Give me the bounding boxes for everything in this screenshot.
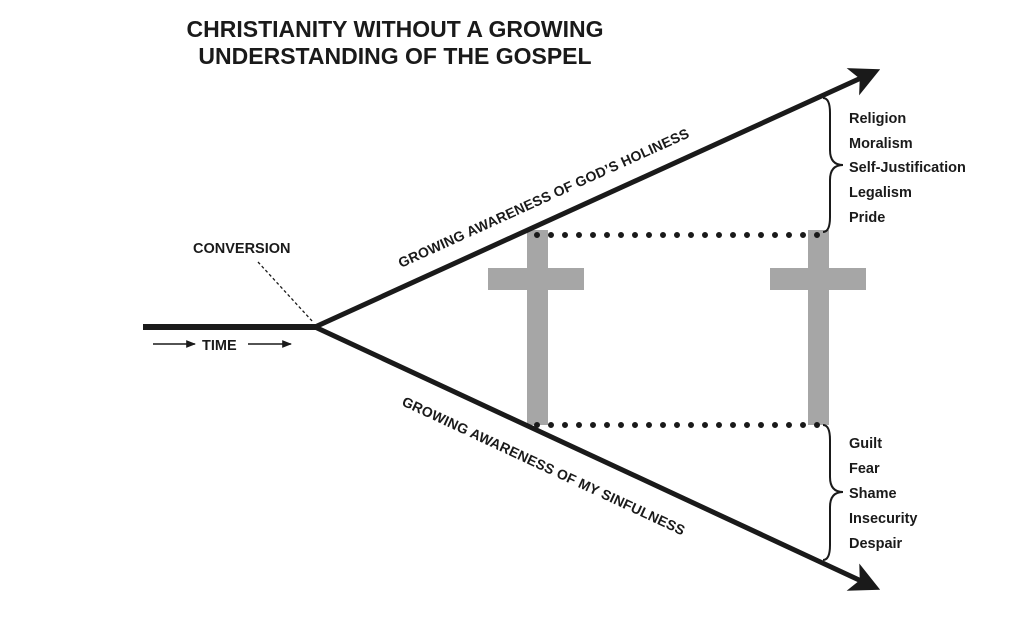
list-item: Shame	[849, 486, 897, 502]
list-item: Legalism	[849, 185, 912, 201]
cross-left	[488, 230, 584, 425]
conversion-pointer	[257, 261, 314, 323]
title-line-1: CHRISTIANITY WITHOUT A GROWING	[187, 16, 604, 42]
title-line-2: UNDERSTANDING OF THE GOSPEL	[198, 43, 591, 69]
list-item: Pride	[849, 210, 885, 226]
conversion-label: CONVERSION	[193, 241, 291, 257]
upper-list: Religion Moralism Self-Justification Leg…	[849, 111, 966, 226]
list-item: Religion	[849, 111, 906, 127]
list-item: Guilt	[849, 436, 882, 452]
cross-right	[770, 230, 866, 425]
upper-brace	[822, 97, 844, 233]
list-item: Moralism	[849, 136, 913, 152]
list-item: Despair	[849, 536, 903, 552]
holiness-line	[313, 68, 881, 330]
sinfulness-line	[313, 324, 881, 591]
list-item: Self-Justification	[849, 160, 966, 176]
time-label: TIME	[202, 338, 237, 354]
list-item: Fear	[849, 461, 880, 477]
list-item: Insecurity	[849, 511, 918, 527]
lower-brace	[822, 424, 844, 561]
lower-list: Guilt Fear Shame Insecurity Despair	[849, 436, 918, 552]
